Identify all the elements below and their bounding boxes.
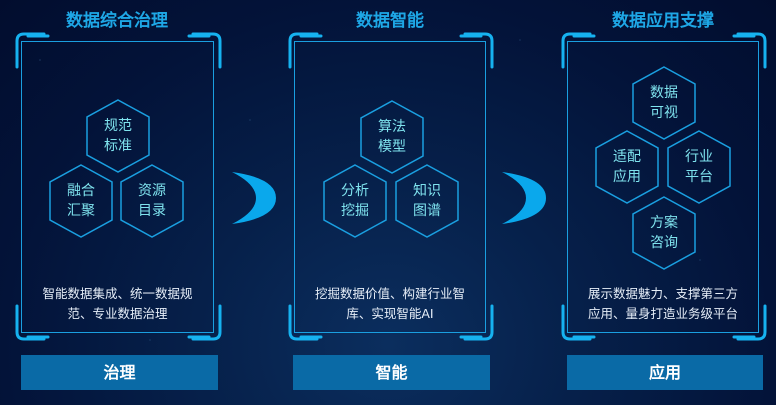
hexagon-icon (632, 196, 696, 270)
description-line: 智能数据集成、统一数据规 (42, 286, 193, 301)
hex-node[interactable]: 知识图谱 (394, 164, 460, 238)
hex-node[interactable]: 融合汇聚 (48, 164, 114, 238)
hex-label: 方案 (650, 215, 678, 231)
corner-bracket-icon (732, 304, 767, 341)
hex-label: 算法 (378, 119, 406, 135)
hex-label: 目录 (138, 203, 166, 219)
hexagon-icon (323, 164, 387, 238)
hex-label: 标准 (104, 138, 132, 154)
hexagon-icon (395, 164, 459, 238)
hexagon-icon (86, 99, 150, 173)
hex-label: 适配 (613, 149, 641, 165)
crescent-arrow-icon[interactable] (500, 170, 550, 226)
description-line: 展示数据魅力、支撑第三方 (587, 286, 738, 301)
hex-node[interactable]: 适配应用 (594, 130, 660, 204)
application-button[interactable]: 应用 (567, 355, 763, 390)
panel-description: 挖掘数据价值、构建行业智 库、实现智能AI (295, 284, 485, 324)
hexagon-icon (595, 130, 659, 204)
corner-bracket-icon (732, 32, 767, 69)
description-line: 范、专业数据治理 (67, 306, 168, 321)
panel-description: 智能数据集成、统一数据规 范、专业数据治理 (22, 284, 213, 324)
hex-label: 挖掘 (341, 203, 369, 219)
corner-bracket-icon (187, 304, 222, 341)
corner-bracket-icon (288, 32, 323, 69)
crescent-arrow-icon[interactable] (230, 170, 280, 226)
hex-label: 行业 (685, 149, 713, 165)
corner-bracket-icon (288, 304, 323, 341)
panel-title: 数据应用支撑 (612, 11, 714, 31)
hexagon-icon (120, 164, 184, 238)
hex-label: 可视 (650, 105, 678, 121)
corner-bracket-icon (459, 304, 494, 341)
description-line: 应用、量身打造业务级平台 (587, 306, 738, 321)
hex-node[interactable]: 资源目录 (119, 164, 185, 238)
hex-label: 规范 (104, 118, 132, 134)
hex-label: 融合 (67, 183, 95, 199)
panel-frame: 规范标准 融合汇聚 资源目录 智能数据集成、统一数据规 范、专业数据治理 (21, 41, 214, 333)
panel-title: 数据智能 (356, 11, 424, 31)
panel-frame: 数据可视 适配应用 行业平台 方案咨询 展示数据魅力、支撑第三方 应用、量身打造… (567, 41, 759, 333)
hex-node[interactable]: 数据可视 (631, 66, 697, 140)
intelligence-button[interactable]: 智能 (293, 355, 490, 390)
corner-bracket-icon (459, 32, 494, 69)
hexagon-icon (632, 66, 696, 140)
panel-description: 展示数据魅力、支撑第三方 应用、量身打造业务级平台 (568, 284, 758, 324)
panel-frame: 算法模型 分析挖掘 知识图谱 挖掘数据价值、构建行业智 库、实现智能AI (294, 41, 486, 333)
corner-bracket-icon (561, 32, 596, 69)
hex-node[interactable]: 分析挖掘 (322, 164, 388, 238)
hex-label: 应用 (613, 169, 641, 185)
hex-node[interactable]: 方案咨询 (631, 196, 697, 270)
hex-label: 汇聚 (67, 203, 95, 219)
governance-button[interactable]: 治理 (21, 355, 218, 390)
corner-bracket-icon (187, 32, 222, 69)
hex-node[interactable]: 算法模型 (359, 100, 425, 174)
hex-node[interactable]: 行业平台 (666, 130, 732, 204)
hex-label: 资源 (138, 183, 166, 199)
description-line: 挖掘数据价值、构建行业智 (314, 286, 465, 301)
hexagon-icon (667, 130, 731, 204)
panel-title: 数据综合治理 (66, 11, 168, 31)
corner-bracket-icon (15, 32, 50, 69)
hex-label: 知识 (413, 183, 441, 199)
hex-label: 数据 (650, 85, 678, 101)
hex-label: 模型 (378, 139, 406, 155)
hex-node[interactable]: 规范标准 (85, 99, 151, 173)
hex-label: 分析 (341, 183, 369, 199)
hexagon-icon (360, 100, 424, 174)
corner-bracket-icon (561, 304, 596, 341)
description-line: 库、实现智能AI (346, 306, 434, 321)
hex-label: 平台 (685, 169, 713, 185)
hex-label: 图谱 (413, 203, 441, 219)
corner-bracket-icon (15, 304, 50, 341)
hex-label: 咨询 (650, 235, 678, 251)
hexagon-icon (49, 164, 113, 238)
